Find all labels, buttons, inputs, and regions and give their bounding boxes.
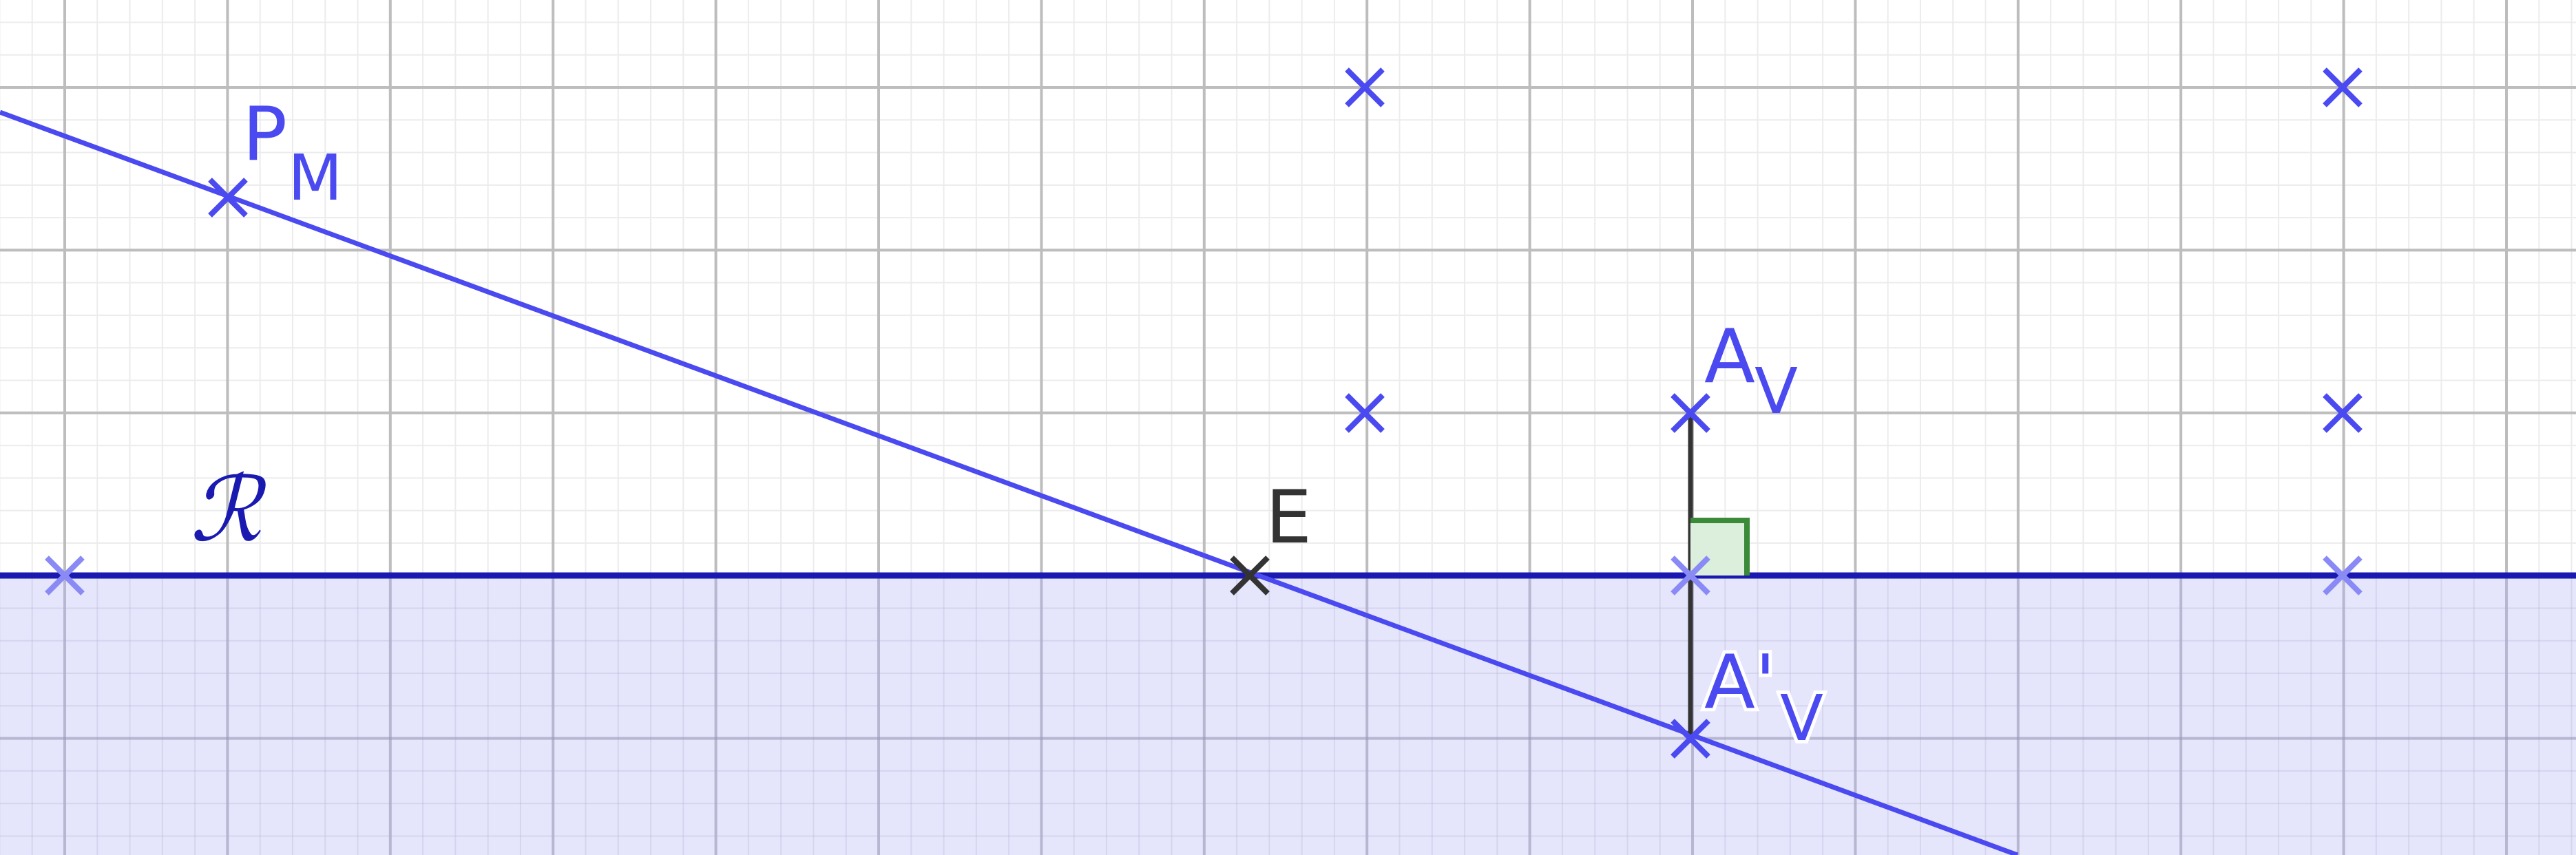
marker-stroke (1671, 556, 1710, 595)
point-markers (45, 67, 2363, 759)
point-r-left-marker (45, 556, 85, 595)
point-mid-1-marker (1345, 393, 1385, 433)
label-pm-main: P (242, 92, 287, 178)
grid-overlay (0, 574, 2576, 855)
point-av-marker (1671, 393, 1710, 433)
point-r-right-marker (2323, 556, 2363, 595)
label-pm-sub: M (288, 141, 342, 215)
point-mid-2-marker (2323, 393, 2363, 433)
label-e: E (1266, 475, 1312, 560)
shaded-half-plane (0, 576, 2576, 855)
marker-stroke (1671, 393, 1710, 433)
marker-stroke (1230, 556, 1270, 595)
label-apv: A' V (1701, 636, 1827, 759)
label-apv-sub: V (1780, 682, 1823, 755)
label-pm: P M (242, 92, 342, 215)
point-apv-marker (1671, 719, 1710, 759)
label-av-sub: V (1755, 355, 1798, 428)
label-av-main: A (1704, 314, 1755, 400)
marker-stroke (2323, 556, 2363, 595)
marker-stroke (1671, 719, 1710, 759)
marker-stroke (1345, 393, 1385, 433)
label-av: A V (1704, 314, 1798, 428)
marker-stroke (45, 556, 85, 595)
point-e-marker (1230, 556, 1270, 595)
point-top-2-marker (2323, 67, 2363, 107)
point-pm-marker (208, 178, 248, 218)
marker-stroke (208, 178, 248, 218)
point-foot-marker (1671, 556, 1710, 595)
label-r: ℛ (190, 457, 267, 562)
marker-stroke (2323, 67, 2363, 107)
marker-stroke (2323, 393, 2363, 433)
label-apv-main: A' (1704, 640, 1776, 726)
marker-stroke (1345, 67, 1385, 107)
point-top-1-marker (1345, 67, 1385, 107)
